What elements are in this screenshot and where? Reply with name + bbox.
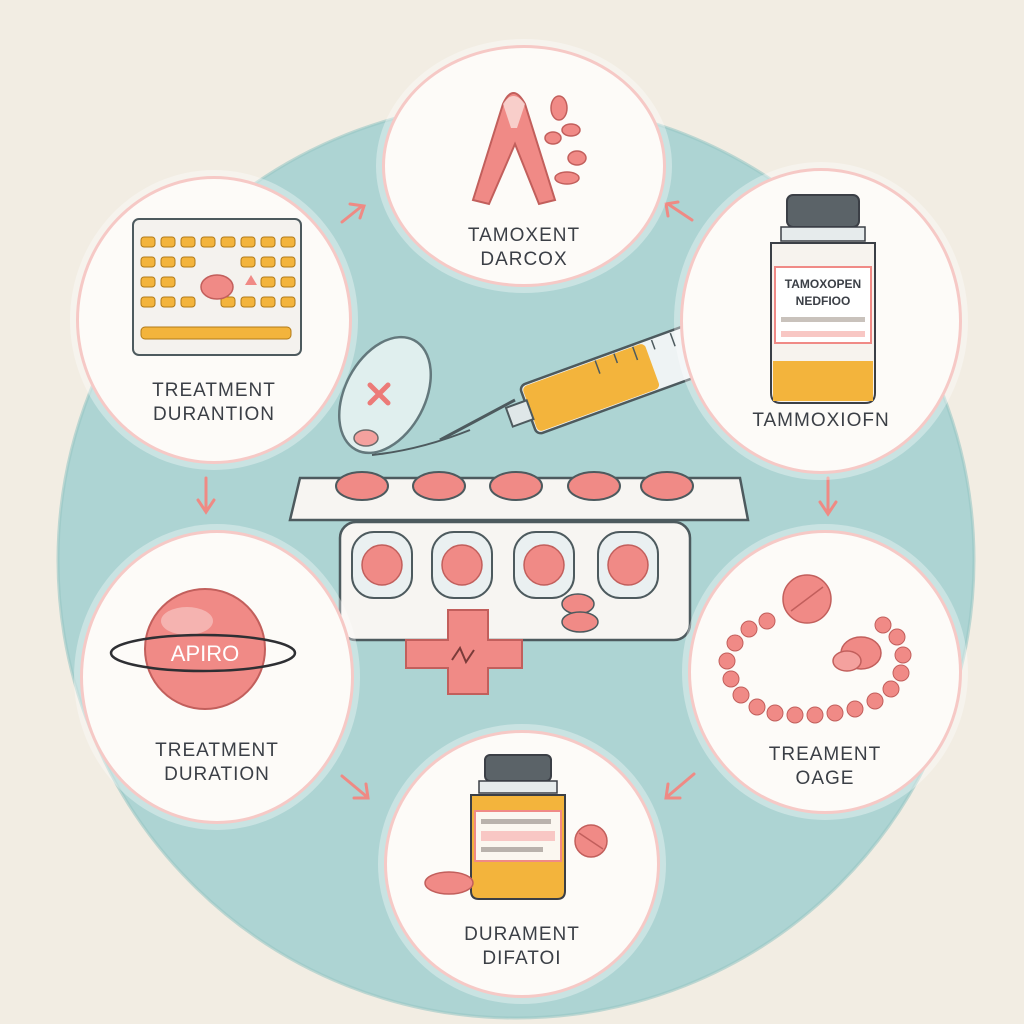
- planet-pill-icon: APIRO: [109, 588, 297, 710]
- node-top-right-line1: TAMMOXIOFN: [752, 410, 890, 431]
- arrow-top-left-to-top: [340, 202, 366, 224]
- node-top-left: TREATMENT DURANTION: [76, 176, 352, 464]
- pill-bottle-icon: [424, 754, 608, 900]
- node-bottom-right-line1: TREAMENT: [768, 744, 882, 765]
- arrow-bottom-right-to-bottom: [664, 772, 696, 800]
- node-top-right-caption: TAMMOXIOFN: [683, 409, 959, 433]
- node-top-left-caption: TREATMENT DURANTION: [79, 379, 349, 427]
- node-bottom-right-caption: TREAMENT OAGE: [691, 743, 959, 791]
- node-bottom: DURAMENT DIFATOI: [384, 730, 660, 998]
- medicine-bottle-icon: TAMOXOPEN NEDFIOO: [770, 194, 876, 404]
- node-bottom-caption: DURAMENT DIFATOI: [387, 923, 657, 971]
- arrow-bottom-left-to-bottom: [340, 774, 370, 800]
- node-bottom-left-line1: TREATMENT: [155, 740, 279, 761]
- arrow-top-right-down: [818, 476, 838, 517]
- arrow-top-left-down: [196, 476, 216, 515]
- blister-pack-icon: [132, 218, 302, 356]
- node-bottom-line2: DIFATOI: [482, 948, 562, 969]
- arrow-top-right-to-top: [664, 200, 694, 222]
- node-top-caption: TAMOXENT DARCOX: [385, 224, 663, 272]
- node-top-line2: DARCOX: [480, 249, 568, 270]
- bottle-label-line2: NEDFIOO: [796, 294, 851, 308]
- sphere-label: APIRO: [171, 641, 239, 666]
- pill-chain-icon: [718, 574, 912, 724]
- node-bottom-left-caption: TREATMENT DURATION: [83, 739, 351, 787]
- node-top: TAMOXENT DARCOX: [382, 45, 666, 287]
- node-bottom-right-line2: OAGE: [795, 768, 855, 789]
- node-top-left-line2: DURANTION: [153, 404, 275, 425]
- awareness-ribbon-icon: [471, 92, 587, 206]
- node-top-line1: TAMOXENT: [467, 225, 581, 246]
- node-top-right: TAMOXOPEN NEDFIOO TAMMOXIOFN: [680, 168, 962, 474]
- node-bottom-left: APIRO TREATMENT DURATION: [80, 530, 354, 824]
- node-top-left-line1: TREATMENT: [152, 380, 276, 401]
- node-bottom-left-line2: DURATION: [164, 764, 270, 785]
- bottle-label-line1: TAMOXOPEN: [785, 277, 861, 291]
- node-bottom-right: TREAMENT OAGE: [688, 530, 962, 814]
- node-bottom-line1: DURAMENT: [464, 924, 580, 945]
